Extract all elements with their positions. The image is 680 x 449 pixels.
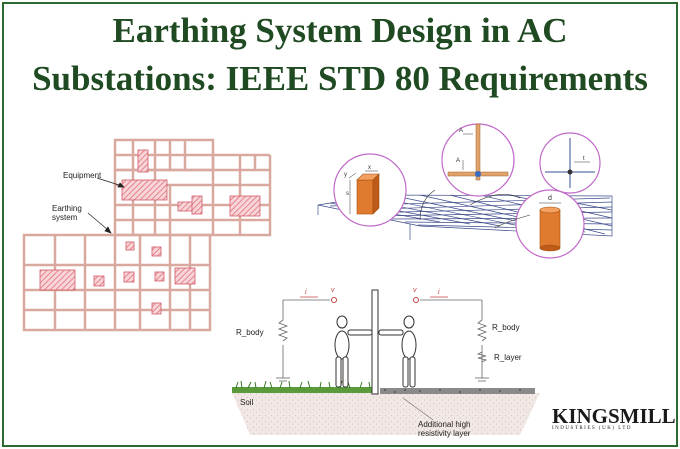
current-label-i1: i <box>438 289 440 296</box>
soil-label: Soil <box>240 398 254 407</box>
equipment-label: Equipment <box>63 171 102 180</box>
voltage-label-right: v <box>413 287 417 294</box>
page-title-line-1: Earthing System Design in AC <box>112 11 568 50</box>
r-body-right-label: R_body <box>492 323 520 332</box>
voltage-label-left: v <box>331 287 335 294</box>
current-label-i2: i <box>305 289 307 296</box>
mesh-label-a1: A <box>459 128 463 134</box>
earthing-system-label: Earthing system <box>52 204 82 222</box>
mesh-label-a2: A <box>456 158 460 164</box>
mesh-label-t: t <box>583 156 585 162</box>
r-body-left-label: R_body <box>236 328 264 337</box>
logo-tagline: INDUSTRIES (UK) LTD <box>552 426 632 431</box>
mesh-label-x: x <box>368 165 371 171</box>
logo-wordmark: KINGSMILL <box>552 404 676 428</box>
kingsmill-logo: KINGSMILL INDUSTRIES (UK) LTD <box>552 404 676 431</box>
resistivity-layer-label: Additional high resistivity layer <box>418 420 471 438</box>
page-title-line-2: Substations: IEEE STD 80 Requirements <box>32 59 648 98</box>
r-layer-label: R_layer <box>494 353 522 362</box>
mesh-label-y: y <box>344 172 347 178</box>
mesh-label-s: s <box>346 191 349 197</box>
mesh-label-d: d <box>548 195 552 202</box>
